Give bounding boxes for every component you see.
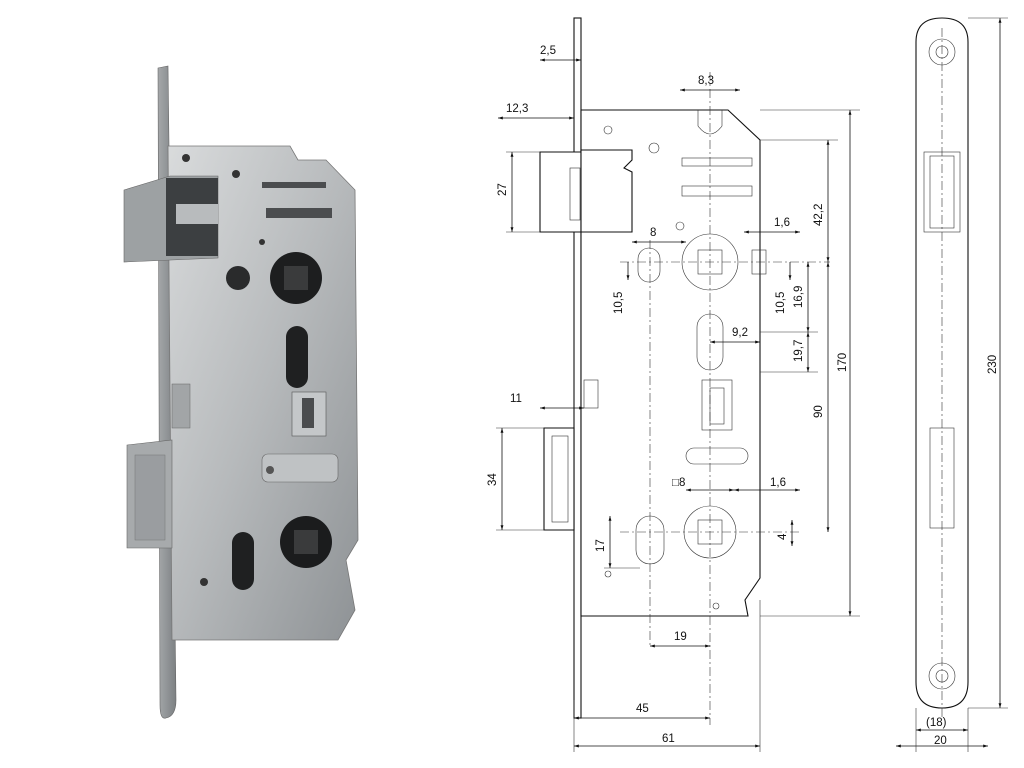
dim-bolt-height: 34 [487,473,499,486]
dim-10-5-left: 10,5 [613,292,625,314]
dim-follower-position: 8,3 [698,75,714,87]
dim-10-5-right: 10,5 [775,292,787,314]
dim-42-2: 42,2 [813,204,825,226]
dim-faceplate-length: 230 [987,355,999,374]
dim-faceplate-inner-width: (18) [926,717,947,729]
dim-faceplate-thickness: 2,5 [540,45,556,57]
dim-bolt-projection: 11 [510,393,522,405]
dim-170: 170 [837,353,849,372]
dim-latch-height: 27 [497,183,509,196]
lock-photo [123,65,359,719]
dim-1-6-bottom: 1,6 [770,477,786,489]
dim-8: 8 [650,227,656,239]
dim-square-8: □8 [672,477,685,489]
dim-latch-projection: 12,3 [506,103,528,115]
dim-backset-45: 45 [636,703,649,715]
dim-9-2: 9,2 [732,327,748,339]
dim-16-9: 16,9 [793,286,805,308]
dim-1-6-top: 1,6 [774,217,790,229]
dim-depth-61: 61 [662,733,675,745]
dim-90: 90 [813,405,825,418]
dim-19: 19 [674,631,687,643]
dim-19-7: 19,7 [793,340,805,362]
side-view-drawing: 2,5 8,3 12,3 27 8 42,2 1,6 10,5 10,5 16,… [487,17,860,752]
dim-4: 4 [777,533,789,540]
dim-17: 17 [595,539,607,552]
dim-faceplate-width: 20 [934,735,947,747]
faceplate-front-view: 230 (18) 20 [896,17,1008,752]
